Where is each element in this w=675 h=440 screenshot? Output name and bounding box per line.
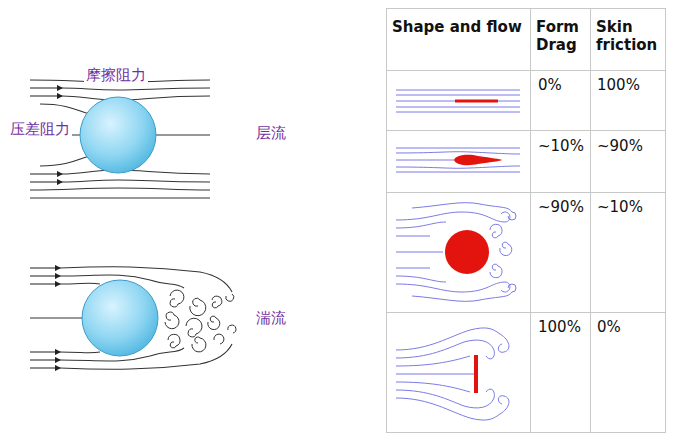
flow-label: 湍流 xyxy=(254,309,288,327)
table-cell: 0% xyxy=(597,318,621,336)
table-header: Shape and flow xyxy=(392,18,528,36)
table-cell: ~10% xyxy=(597,198,643,216)
table-cell: 100% xyxy=(597,76,640,94)
table-cell: ~10% xyxy=(538,137,584,155)
drag-label: 压差阻力 xyxy=(8,120,72,138)
table-cell: ~90% xyxy=(597,137,643,155)
table-header: Form Drag xyxy=(536,18,588,54)
table-header: Skin friction xyxy=(596,18,664,54)
flow-label: 层流 xyxy=(254,124,288,142)
table-cell: 100% xyxy=(538,318,581,336)
table-cell: ~90% xyxy=(538,198,584,216)
drag-label: 摩擦阻力 xyxy=(84,66,148,84)
table-cell: 0% xyxy=(538,76,562,94)
